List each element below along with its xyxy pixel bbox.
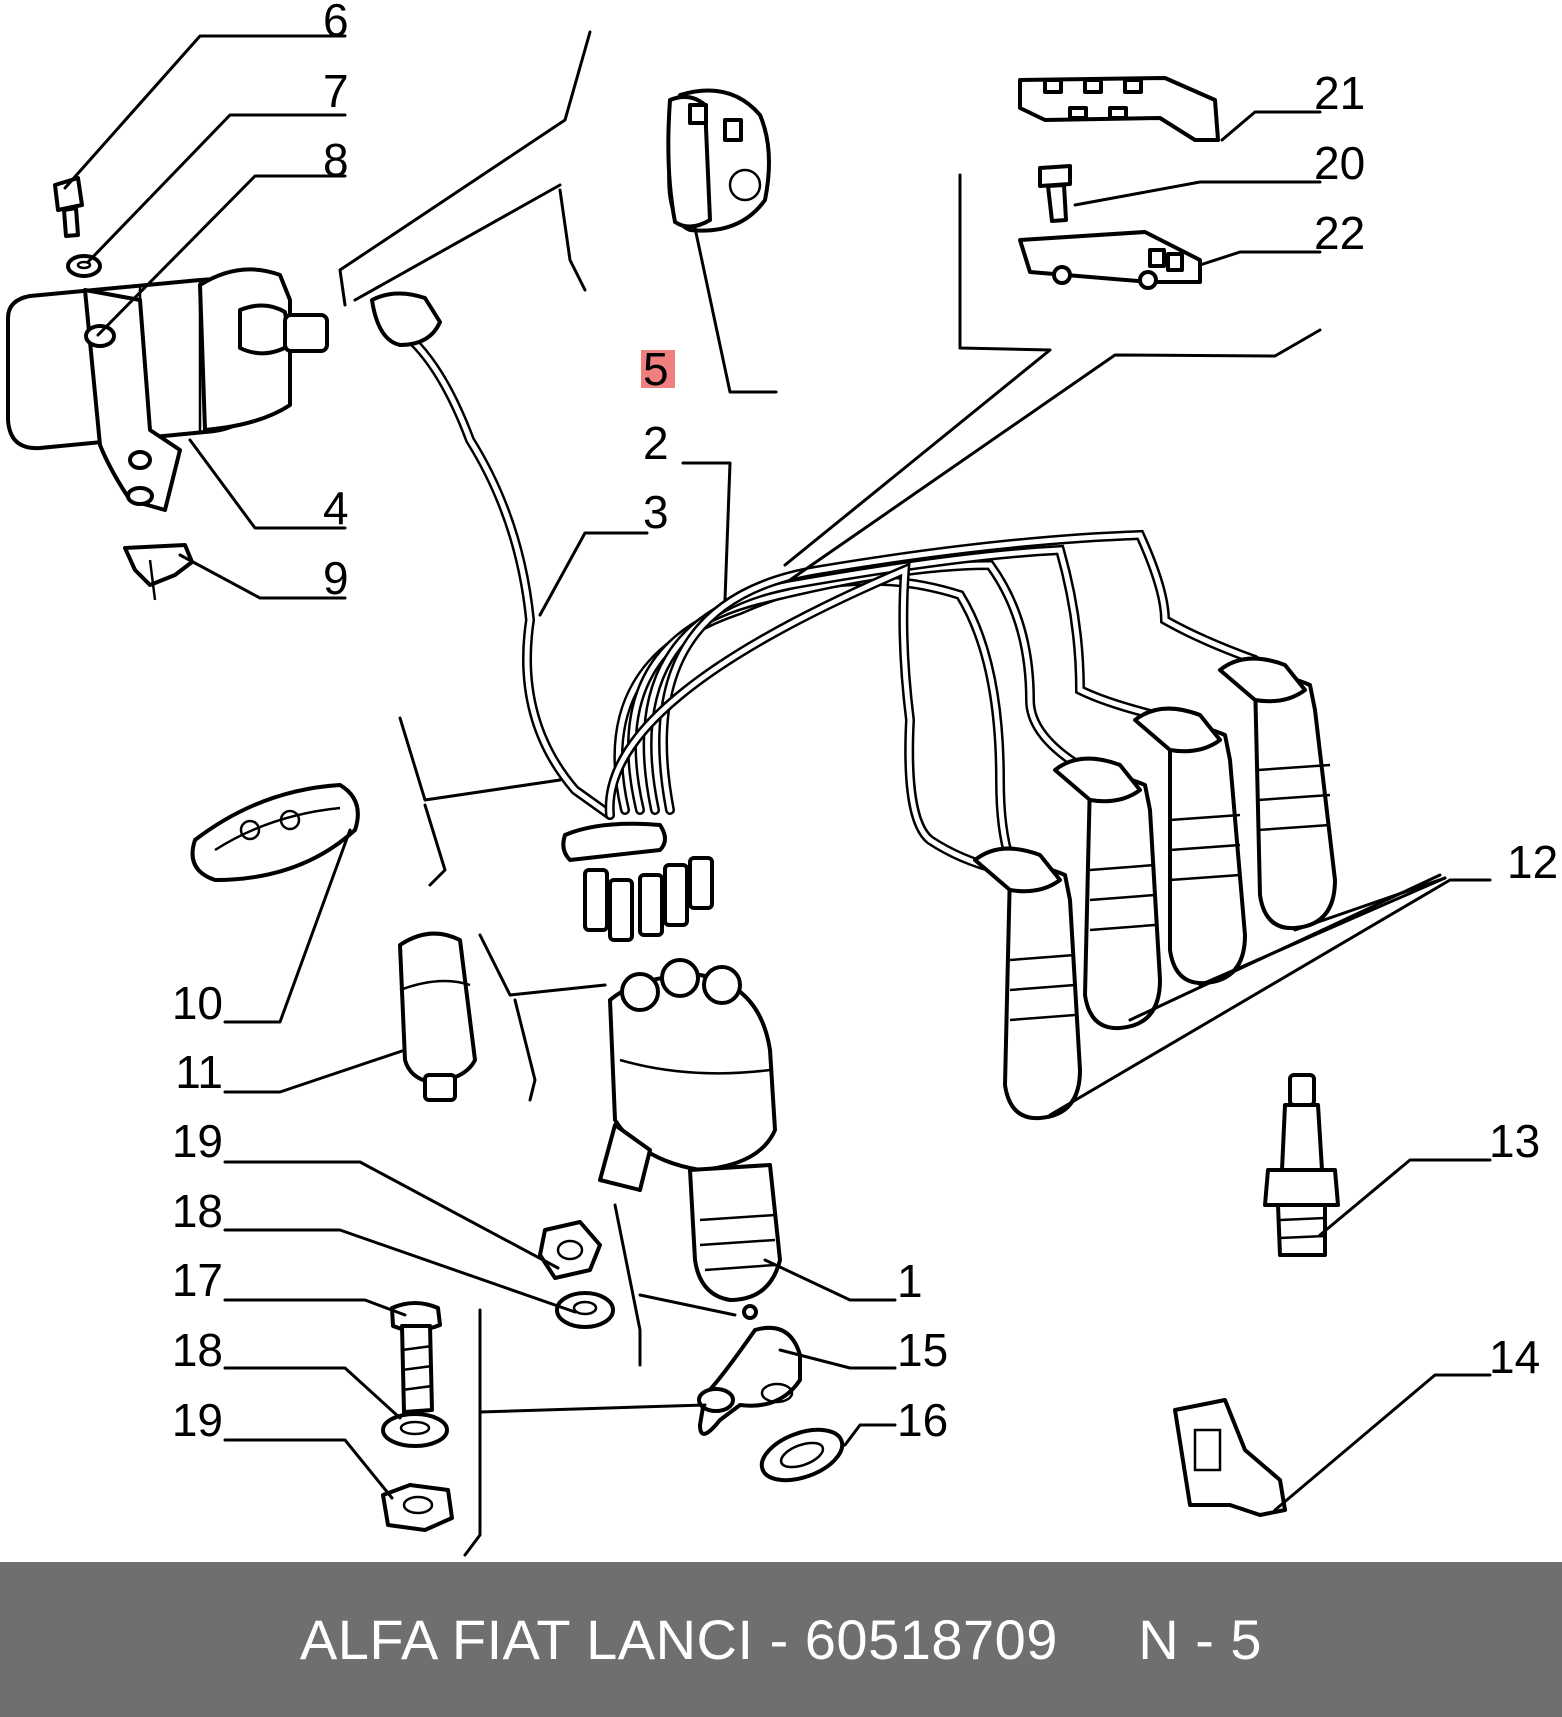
- clip-nut-9: [123, 543, 194, 601]
- callout-6: 6: [323, 0, 349, 46]
- rotor-cover-5: [666, 88, 771, 233]
- callout-numbers: 6 7 8 5 2 3 4 9 21 20 22 12 10 11 19 18 …: [172, 0, 1558, 1446]
- part-number-footer: ALFA FIAT LANCI - 60518709 N - 5: [0, 1562, 1562, 1717]
- seal-10: [190, 783, 360, 882]
- washer-18-lower: [381, 1412, 449, 1448]
- callout-13: 13: [1489, 1115, 1540, 1167]
- screw-6: [53, 176, 84, 238]
- callout-19-lower: 19: [172, 1394, 223, 1446]
- callout-14: 14: [1489, 1331, 1540, 1383]
- callout-22: 22: [1314, 207, 1365, 259]
- callout-18-upper: 18: [172, 1185, 223, 1237]
- callout-5: 5: [643, 343, 669, 395]
- callout-2: 2: [643, 417, 669, 469]
- callout-20: 20: [1314, 137, 1365, 189]
- spark-plug-boots-12: [973, 656, 1337, 1121]
- nut-19-upper: [538, 1220, 602, 1280]
- leader-lines: [63, 34, 1492, 1512]
- callout-9: 9: [323, 552, 349, 604]
- clamp-15: [697, 1325, 802, 1436]
- nut-19-lower: [381, 1483, 454, 1532]
- bolt-17: [390, 1301, 442, 1414]
- distributor-1: [598, 958, 782, 1320]
- callout-7: 7: [323, 65, 349, 117]
- wire-holder-and-terminals: [561, 821, 714, 942]
- callout-4: 4: [323, 482, 349, 534]
- callout-12: 12: [1507, 836, 1558, 888]
- washer-7: [66, 254, 102, 278]
- callout-11: 11: [175, 1046, 223, 1098]
- callout-3: 3: [643, 486, 669, 538]
- sensor-14: [1173, 1398, 1287, 1517]
- plug-wires-2: [604, 529, 1260, 875]
- callout-18-lower: 18: [172, 1324, 223, 1376]
- bracket-22: [1018, 230, 1202, 290]
- washer-18-upper: [555, 1291, 615, 1329]
- coil-lead-3: [370, 291, 615, 820]
- bracket-21: [1018, 76, 1220, 142]
- exploded-parts-diagram: 6 7 8 5 2 3 4 9 21 20 22 12 10 11 19 18 …: [6, 0, 1558, 1557]
- section-lines: [338, 30, 1322, 1557]
- callout-17: 17: [172, 1254, 223, 1306]
- callout-5-highlight: [641, 350, 675, 388]
- callout-1: 1: [897, 1255, 923, 1307]
- ignition-coil: [6, 267, 329, 512]
- screw-20: [1038, 164, 1072, 223]
- callout-15: 15: [897, 1324, 948, 1376]
- spark-plug-13: [1263, 1073, 1340, 1257]
- callout-19-upper: 19: [172, 1115, 223, 1167]
- callout-8: 8: [323, 134, 349, 186]
- callout-21: 21: [1314, 67, 1365, 119]
- sensor-11: [398, 931, 477, 1102]
- gasket-16: [759, 1427, 845, 1483]
- callout-10: 10: [172, 977, 223, 1029]
- part-number-label: ALFA FIAT LANCI - 60518709 N - 5: [299, 1608, 1263, 1671]
- callout-16: 16: [897, 1394, 948, 1446]
